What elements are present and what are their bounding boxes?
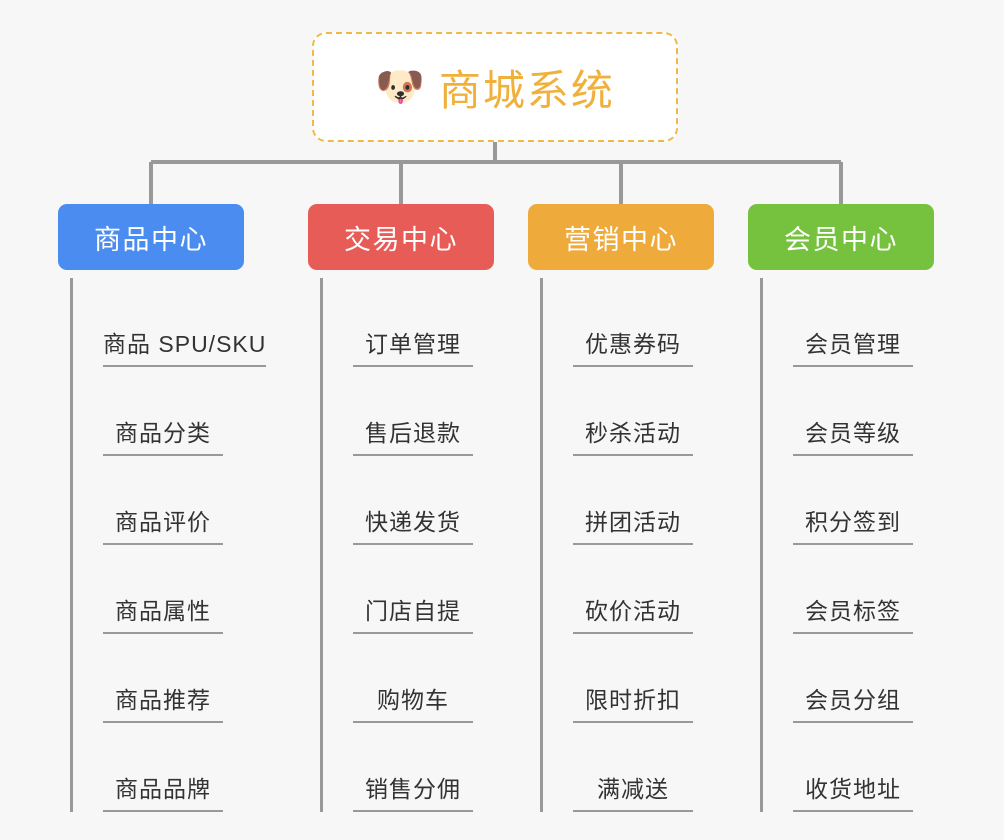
list-item[interactable]: 快递发货 <box>323 456 528 545</box>
list-item-label: 快递发货 <box>353 503 473 545</box>
list-item[interactable]: 商品分类 <box>73 367 278 456</box>
category-column-3: 会员中心 会员管理 会员等级 积分签到 会员标签 会员分组 收货地址 <box>748 204 968 812</box>
list-item-label: 购物车 <box>353 681 473 723</box>
category-header-label: 会员中心 <box>784 224 898 255</box>
list-item[interactable]: 秒杀活动 <box>543 367 748 456</box>
list-item[interactable]: 商品属性 <box>73 545 278 634</box>
list-item[interactable]: 购物车 <box>323 634 528 723</box>
category-header-label: 交易中心 <box>344 224 458 255</box>
list-item[interactable]: 会员标签 <box>763 545 968 634</box>
list-item[interactable]: 商品推荐 <box>73 634 278 723</box>
list-item-label: 门店自提 <box>353 592 473 634</box>
list-item[interactable]: 商品评价 <box>73 456 278 545</box>
list-item-label: 商品品牌 <box>103 770 223 812</box>
list-item-label: 商品推荐 <box>103 681 223 723</box>
list-item-label: 商品评价 <box>103 503 223 545</box>
list-item[interactable]: 售后退款 <box>323 367 528 456</box>
category-item-list-0: 商品 SPU/SKU 商品分类 商品评价 商品属性 商品推荐 商品品牌 <box>70 278 278 812</box>
list-item-label: 会员等级 <box>793 414 913 456</box>
list-item-label: 积分签到 <box>793 503 913 545</box>
category-header-2[interactable]: 营销中心 <box>528 204 714 270</box>
category-header-3[interactable]: 会员中心 <box>748 204 934 270</box>
list-item-label: 会员分组 <box>793 681 913 723</box>
category-header-label: 营销中心 <box>564 224 678 255</box>
list-item[interactable]: 砍价活动 <box>543 545 748 634</box>
list-item-label: 限时折扣 <box>573 681 693 723</box>
list-item[interactable]: 限时折扣 <box>543 634 748 723</box>
list-item[interactable]: 商品 SPU/SKU <box>73 278 278 367</box>
category-column-0: 商品中心 商品 SPU/SKU 商品分类 商品评价 商品属性 商品推荐 商品品牌 <box>58 204 278 812</box>
list-item-label: 商品 SPU/SKU <box>103 325 267 367</box>
list-item[interactable]: 会员管理 <box>763 278 968 367</box>
list-item-label: 售后退款 <box>353 414 473 456</box>
list-item[interactable]: 会员等级 <box>763 367 968 456</box>
list-item[interactable]: 积分签到 <box>763 456 968 545</box>
category-column-2: 营销中心 优惠券码 秒杀活动 拼团活动 砍价活动 限时折扣 满减送 <box>528 204 748 812</box>
list-item-label: 销售分佣 <box>353 770 473 812</box>
category-column-1: 交易中心 订单管理 售后退款 快递发货 门店自提 购物车 销售分佣 <box>308 204 528 812</box>
category-header-label: 商品中心 <box>94 224 208 255</box>
list-item[interactable]: 收货地址 <box>763 723 968 812</box>
list-item-label: 商品分类 <box>103 414 223 456</box>
dog-face-icon: 🐶 <box>375 65 425 109</box>
list-item[interactable]: 订单管理 <box>323 278 528 367</box>
list-item[interactable]: 优惠券码 <box>543 278 748 367</box>
list-item-label: 订单管理 <box>353 325 473 367</box>
list-item-label: 会员管理 <box>793 325 913 367</box>
list-item[interactable]: 拼团活动 <box>543 456 748 545</box>
list-item-label: 会员标签 <box>793 592 913 634</box>
category-header-1[interactable]: 交易中心 <box>308 204 494 270</box>
category-item-list-2: 优惠券码 秒杀活动 拼团活动 砍价活动 限时折扣 满减送 <box>540 278 748 812</box>
list-item[interactable]: 销售分佣 <box>323 723 528 812</box>
list-item[interactable]: 会员分组 <box>763 634 968 723</box>
list-item-label: 收货地址 <box>793 770 913 812</box>
category-header-0[interactable]: 商品中心 <box>58 204 244 270</box>
list-item-label: 拼团活动 <box>573 503 693 545</box>
list-item[interactable]: 满减送 <box>543 723 748 812</box>
list-item[interactable]: 商品品牌 <box>73 723 278 812</box>
category-item-list-3: 会员管理 会员等级 积分签到 会员标签 会员分组 收货地址 <box>760 278 968 812</box>
list-item[interactable]: 门店自提 <box>323 545 528 634</box>
list-item-label: 秒杀活动 <box>573 414 693 456</box>
list-item-label: 优惠券码 <box>573 325 693 367</box>
root-title: 商城系统 <box>438 66 615 114</box>
list-item-label: 商品属性 <box>103 592 223 634</box>
root-node[interactable]: 🐶 商城系统 <box>312 32 678 142</box>
category-item-list-1: 订单管理 售后退款 快递发货 门店自提 购物车 销售分佣 <box>320 278 528 812</box>
list-item-label: 砍价活动 <box>573 592 693 634</box>
list-item-label: 满减送 <box>573 770 693 812</box>
